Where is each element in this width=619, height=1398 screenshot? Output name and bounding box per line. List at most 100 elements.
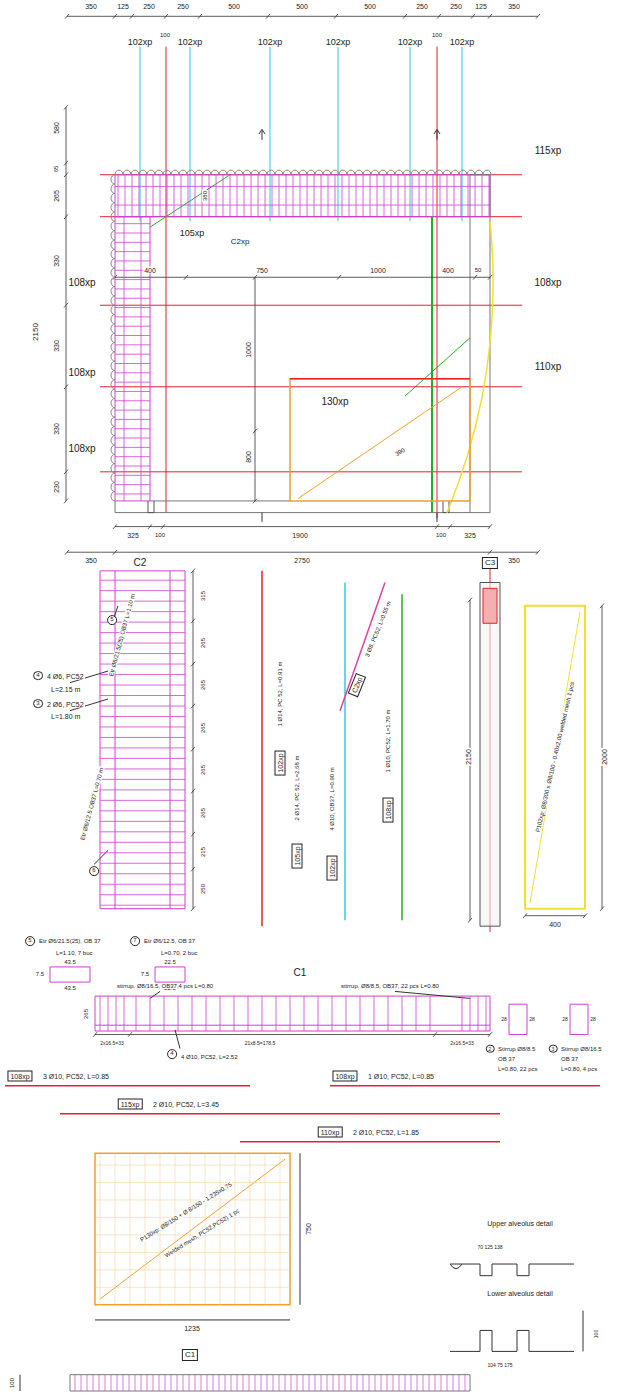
rebar-note: P102xp: Ø8/300 x Ø8/100 - 0.40x2.00 weld… <box>535 681 576 834</box>
hatch-line <box>315 1375 316 1391</box>
hatch-line <box>177 1375 178 1391</box>
stirrup-line <box>388 996 389 1031</box>
cage-outline <box>100 571 185 909</box>
dimension-tick <box>433 1032 437 1037</box>
hatch-line <box>426 175 427 217</box>
stirrup-line <box>100 747 185 748</box>
stirrup-line <box>100 705 185 706</box>
stirrup-line <box>100 779 185 780</box>
dimension-tick <box>148 524 152 529</box>
rebar-line <box>401 594 403 920</box>
dimension-tick <box>184 275 188 280</box>
tag-text: 110xp <box>321 1129 340 1136</box>
dimension-tick <box>93 1032 97 1037</box>
rebar-line <box>270 47 271 222</box>
stirrup-line <box>374 996 375 1031</box>
wavy-edge <box>111 175 115 501</box>
hatch-line <box>321 175 322 217</box>
stirrup-line <box>478 996 479 1031</box>
stirrup-line <box>100 821 185 822</box>
dimension-text: 325 <box>126 531 140 538</box>
dimension-tick <box>536 550 540 555</box>
stirrup-line <box>100 852 185 853</box>
rebar-line <box>150 175 230 227</box>
dimension-text: 43.5 <box>63 959 77 965</box>
dimension-text: 2 Ø10, PC52, L=3.45 <box>152 1101 220 1108</box>
rebar-line <box>340 583 385 711</box>
hatch-line <box>363 175 364 217</box>
dimension-text: 3 Ø10, PC52, L=0.85 <box>42 1073 110 1080</box>
rebar-tag: 102xp <box>327 855 338 880</box>
hatch-line <box>115 372 150 373</box>
hatch-line <box>459 1375 460 1391</box>
hatch-line <box>153 175 154 217</box>
dimension-tick <box>128 1032 132 1037</box>
hatch-line <box>219 1375 220 1391</box>
dimension-text: 130xp <box>320 397 349 407</box>
dimension-tick <box>64 161 68 166</box>
hatch-line <box>115 186 490 187</box>
hatch-line <box>115 260 150 261</box>
hatch-line <box>433 175 434 217</box>
hatch-line <box>209 175 210 217</box>
stirrup-line <box>318 996 319 1031</box>
hatch-line <box>159 1375 160 1391</box>
mesh-line <box>100 1153 101 1304</box>
mesh-outline <box>290 379 470 501</box>
column-outline <box>480 583 500 927</box>
stirrup-line <box>100 842 185 843</box>
hatch-line <box>115 288 150 289</box>
hatch-line <box>351 1375 352 1391</box>
dimension-tick <box>64 214 68 219</box>
hatch-line <box>81 1375 82 1391</box>
dimension-text: 1235 <box>183 1325 201 1332</box>
stirrup-line <box>100 768 185 769</box>
dimension-tick <box>337 275 341 280</box>
dimension-tick <box>191 747 195 752</box>
hatch-line <box>115 391 150 392</box>
mesh-line <box>95 1252 290 1253</box>
rebar-line <box>410 47 411 222</box>
rebar-tag: 115xp <box>118 1099 143 1110</box>
hatch-line <box>412 175 413 217</box>
hatch-line <box>225 1375 226 1391</box>
stirrup-line <box>100 716 185 717</box>
rebar-tag: C1 <box>182 1349 198 1361</box>
dimension-text: 2 Ø10, PC52, L=1.85 <box>352 1129 420 1136</box>
tag-text: 102xp <box>277 754 284 773</box>
hatch-line <box>398 175 399 217</box>
hatch-line <box>174 175 175 217</box>
rebar-line <box>437 47 438 519</box>
hatch-line <box>475 175 476 217</box>
stirrup-line <box>100 590 185 591</box>
hatch-line <box>160 175 161 217</box>
hatch-line <box>216 175 217 217</box>
mesh-line <box>280 1153 281 1304</box>
hatch-line <box>419 175 420 217</box>
hatch-line <box>115 326 150 327</box>
hatch-line <box>381 1375 382 1391</box>
mesh-line <box>95 1165 290 1166</box>
hatch-line <box>447 175 448 217</box>
rebar-line <box>298 387 462 499</box>
hatch-line <box>115 419 150 420</box>
rebar-note: 2 Ø14, PC 52, L=2.68 m <box>294 754 300 821</box>
dimension-text: 400 <box>548 920 562 927</box>
dimension-tick <box>488 275 492 280</box>
dimension-tick <box>488 1032 492 1037</box>
stirrup-shape <box>509 1004 527 1034</box>
hatch-line <box>482 175 483 217</box>
hatch-line <box>99 1375 100 1391</box>
rebar-line <box>530 612 580 903</box>
dimension-text: stirrup. Ø8/8.5, OB37, 22 pcs L=0.80 <box>340 983 440 989</box>
dimension-text: 350 <box>507 557 521 564</box>
stirrup-line <box>116 996 117 1031</box>
stirrup-line <box>360 996 361 1031</box>
stirrup-line <box>206 996 207 1031</box>
dimension-text: 115xp <box>534 146 563 156</box>
hatch-line <box>123 1375 124 1391</box>
hatch-line <box>111 1375 112 1391</box>
stirrup-line <box>100 726 185 727</box>
hatch-line <box>291 1375 292 1391</box>
hatch-line <box>87 1375 88 1391</box>
